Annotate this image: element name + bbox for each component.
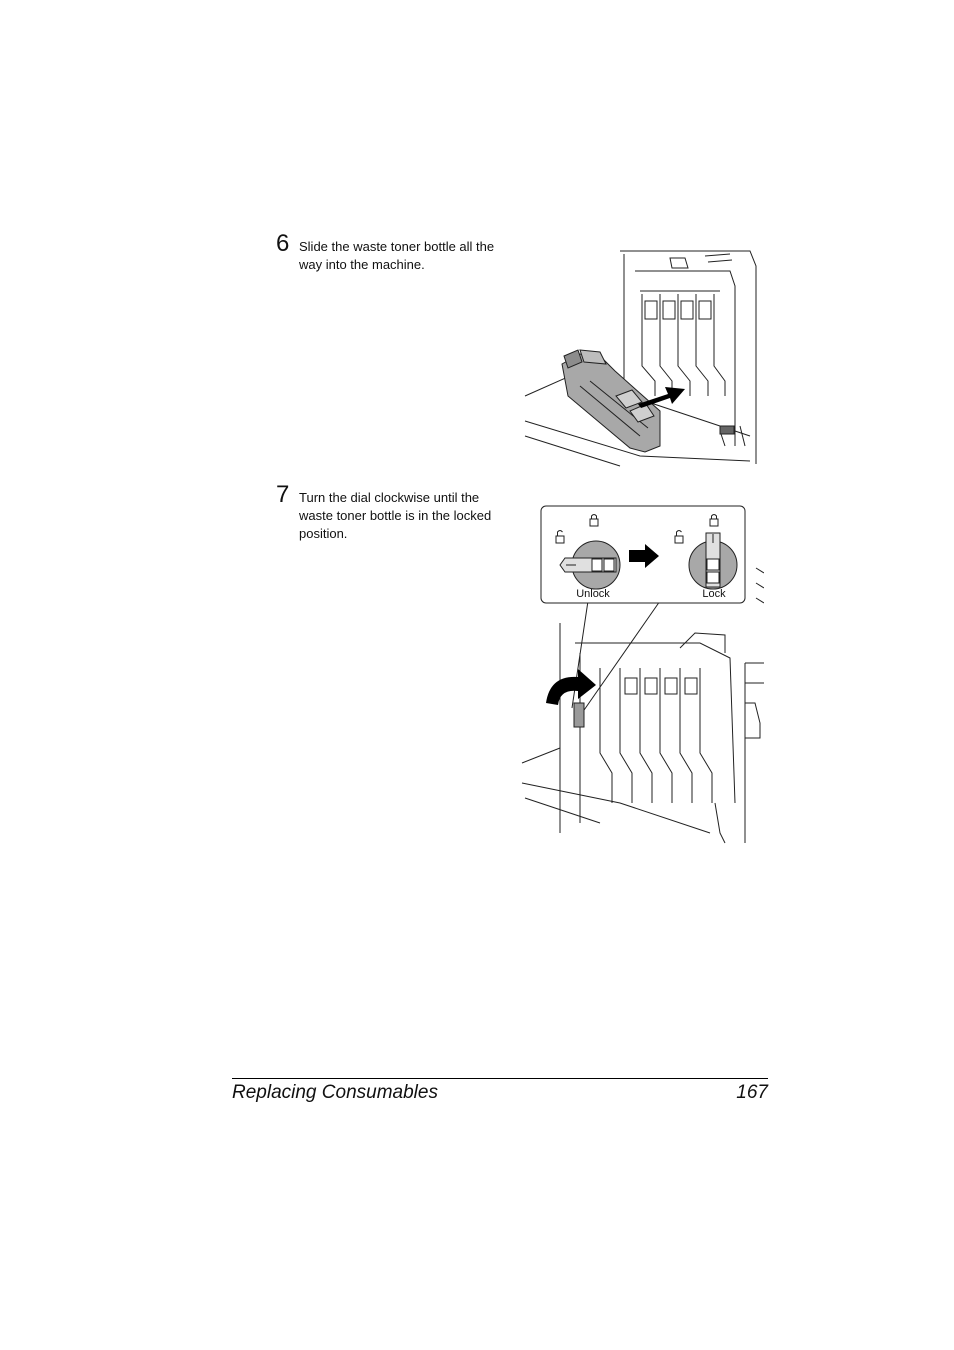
- lock-label: Lock: [702, 588, 726, 600]
- footer-rule: [232, 1078, 768, 1079]
- locked-padlock-icon: [589, 514, 599, 527]
- unlocked-padlock-icon: [555, 530, 565, 544]
- unlocked-padlock-icon: [674, 530, 684, 544]
- dial-lock-figure: Unlock Lock: [521, 505, 764, 844]
- footer-section-title: Replacing Consumables: [232, 1082, 438, 1103]
- unlock-dial: [555, 514, 621, 590]
- step-6-number: 6: [276, 230, 290, 257]
- page-number: 167: [736, 1082, 768, 1103]
- locked-padlock-icon: [709, 514, 719, 527]
- step-7-number: 7: [276, 481, 290, 508]
- waste-toner-insert-figure: [524, 250, 757, 467]
- step-6-text: Slide the waste toner bottle all the way…: [299, 239, 495, 272]
- arrow-right-icon: [629, 544, 659, 568]
- unlock-label: Unlock: [576, 588, 610, 600]
- step-7-text: Turn the dial clockwise until the waste …: [299, 490, 492, 541]
- lock-dial: [674, 514, 738, 590]
